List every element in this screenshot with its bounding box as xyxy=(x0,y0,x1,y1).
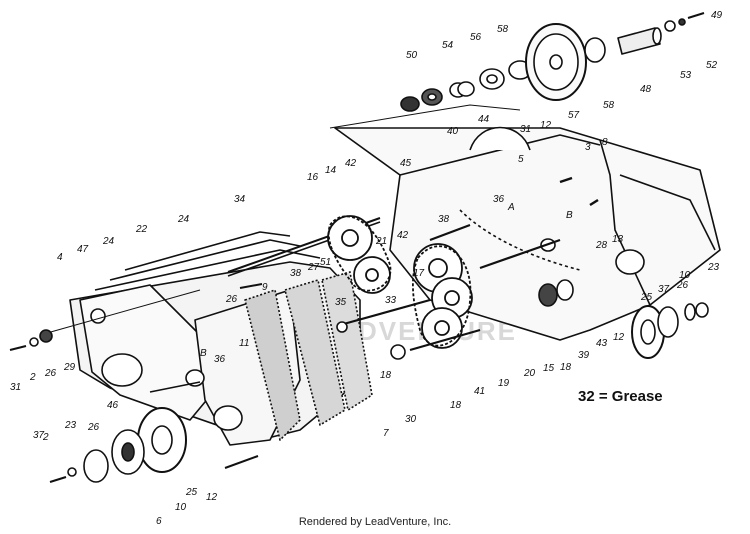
part-callout: 35 xyxy=(335,297,347,308)
part-callout: 12 xyxy=(613,332,625,343)
part-callout: B xyxy=(200,348,207,359)
part-callout: 28 xyxy=(595,240,608,251)
part-callout: 23 xyxy=(707,262,720,273)
part-callout: 29 xyxy=(63,362,76,373)
part-callout: 9 xyxy=(262,282,268,293)
part-callout: 34 xyxy=(234,194,246,205)
part-callout: 13 xyxy=(612,234,624,245)
part-callout: 26 xyxy=(225,294,238,305)
part-callout: 14 xyxy=(325,165,337,176)
part-callout: 43 xyxy=(596,338,608,349)
part-callout: 26 xyxy=(87,422,100,433)
part-callout: 15 xyxy=(543,363,555,374)
render-credit: Rendered by LeadVenture, Inc. xyxy=(298,516,452,528)
part-callout: 33 xyxy=(385,295,397,306)
part-callout: 38 xyxy=(290,268,302,279)
part-callout: 18 xyxy=(380,370,392,381)
part-callout: 24 xyxy=(177,214,190,225)
part-callout: 8 xyxy=(602,137,608,148)
part-callout: 6 xyxy=(156,516,162,527)
part-callout: 53 xyxy=(680,70,692,81)
part-callout: 41 xyxy=(474,386,485,397)
part-callout: 27 xyxy=(307,262,320,273)
part-callout: B xyxy=(566,210,573,221)
part-callout: 45 xyxy=(400,158,412,169)
part-callout: 5 xyxy=(518,154,524,165)
part-callout: 26 xyxy=(44,368,57,379)
part-callout: 19 xyxy=(498,378,510,389)
part-callout: 3 xyxy=(585,142,591,153)
part-callout: 36 xyxy=(214,354,226,365)
part-callout: 26 xyxy=(676,280,689,291)
part-callout: 18 xyxy=(560,362,572,373)
part-callout: 16 xyxy=(307,172,319,183)
part-callout: 25 xyxy=(640,292,653,303)
part-callout: 30 xyxy=(405,414,417,425)
part-callout: 54 xyxy=(442,40,454,51)
part-callout: 2 xyxy=(42,432,49,443)
part-callout: 50 xyxy=(406,50,418,61)
part-callout: 12 xyxy=(206,492,218,503)
part-callout: 12 xyxy=(540,120,552,131)
grease-legend: 32 = Grease xyxy=(578,388,663,405)
part-callout: 17 xyxy=(413,268,425,279)
part-callout: 31 xyxy=(10,382,21,393)
part-callout: 37 xyxy=(33,430,45,441)
part-callout: 10 xyxy=(175,502,187,513)
part-callout: 18 xyxy=(450,400,462,411)
part-callout: 20 xyxy=(523,368,536,379)
part-callout: 48 xyxy=(640,84,652,95)
part-callout: 24 xyxy=(102,236,115,247)
part-callout: 42 xyxy=(345,158,357,169)
part-callout: 21 xyxy=(375,236,387,247)
part-callout: 10 xyxy=(679,270,691,281)
part-callout: 4 xyxy=(57,252,63,263)
part-callout: 11 xyxy=(239,338,249,349)
part-callout: 31 xyxy=(520,124,531,135)
part-callout: 38 xyxy=(438,214,450,225)
part-callout: 58 xyxy=(497,24,509,35)
part-callout: 25 xyxy=(185,487,198,498)
part-callout: 52 xyxy=(706,60,718,71)
part-callout: 51 xyxy=(320,257,331,268)
part-callout: 42 xyxy=(397,230,409,241)
part-callout: 2 xyxy=(29,372,36,383)
part-callout: 23 xyxy=(64,420,77,431)
part-callout: 57 xyxy=(568,110,580,121)
part-callout: 39 xyxy=(578,350,590,361)
part-callout: 46 xyxy=(107,400,119,411)
part-callout: 37 xyxy=(658,284,670,295)
part-callout: 44 xyxy=(478,114,490,125)
part-callout: 49 xyxy=(711,10,723,21)
part-callout: 47 xyxy=(77,244,89,255)
part-callout: A xyxy=(507,202,515,213)
part-callout: 36 xyxy=(493,194,505,205)
part-callout: 7 xyxy=(383,428,389,439)
part-callout: 22 xyxy=(135,224,148,235)
part-callout: 58 xyxy=(603,100,615,111)
part-callout: 56 xyxy=(470,32,482,43)
part-callout: 40 xyxy=(447,126,459,137)
drawing-lines xyxy=(9,12,721,483)
